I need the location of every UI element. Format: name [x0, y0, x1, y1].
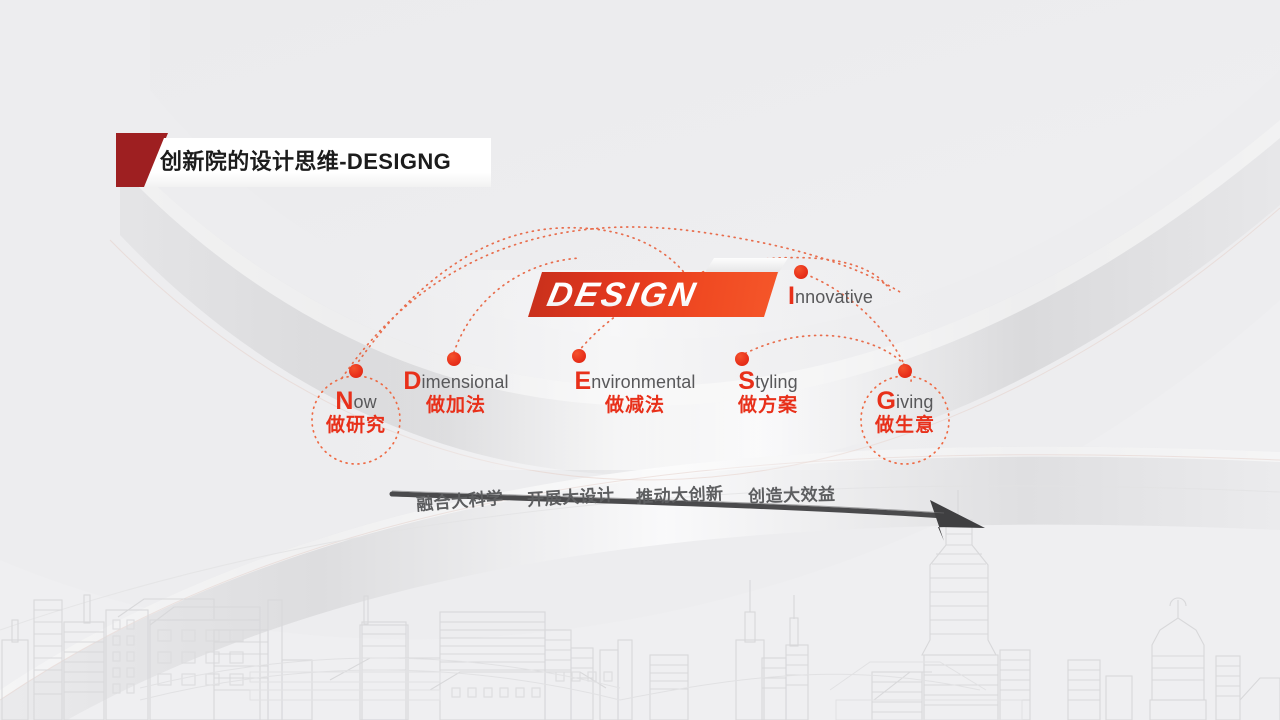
node-innovative-english: Innovative: [788, 282, 874, 310]
node-dimensional-english: Dimensional: [403, 367, 509, 395]
node-now-english: Now: [335, 387, 377, 415]
design-wordmark-logo: DESIGN: [528, 258, 788, 320]
design-logo-text: DESIGN: [544, 276, 702, 314]
arrow-caption-word-4: 创造大效益: [747, 484, 836, 507]
node-styling-chinese: 做方案: [737, 395, 798, 417]
node-dot-now: [349, 364, 363, 378]
node-environmental[interactable]: Environmental 做减法: [540, 368, 730, 418]
node-dot-styling: [735, 352, 749, 366]
node-giving-chinese: 做生意: [874, 415, 935, 437]
node-innovative[interactable]: Innovative: [788, 283, 968, 309]
node-dot-environmental: [572, 349, 586, 363]
node-environmental-english: Environmental: [574, 367, 696, 395]
node-now[interactable]: Now 做研究: [306, 388, 406, 438]
arrow-caption-word-3: 推动大创新: [635, 484, 724, 507]
node-styling-english: Styling: [738, 367, 798, 395]
title-badge: [116, 133, 491, 187]
node-dimensional-chinese: 做加法: [425, 395, 486, 417]
node-styling[interactable]: Styling 做方案: [700, 368, 836, 418]
design-logo-red-plate: [528, 272, 778, 317]
node-now-chinese: 做研究: [325, 415, 386, 437]
node-dimensional[interactable]: Dimensional 做加法: [366, 368, 546, 418]
arrow-caption-word-2: 开展大设计: [526, 485, 616, 510]
node-environmental-chinese: 做减法: [604, 395, 665, 417]
node-giving-english: Giving: [876, 387, 934, 415]
node-dot-innovative: [794, 265, 808, 279]
node-giving[interactable]: Giving 做生意: [855, 388, 955, 438]
title-badge-plate: [144, 138, 491, 187]
page-title: 创新院的设计思维-DESIGNG: [160, 149, 452, 174]
node-dot-dimensional: [447, 352, 461, 366]
svg-text:DESIGN: DESIGN: [544, 276, 702, 314]
node-dot-giving: [898, 364, 912, 378]
